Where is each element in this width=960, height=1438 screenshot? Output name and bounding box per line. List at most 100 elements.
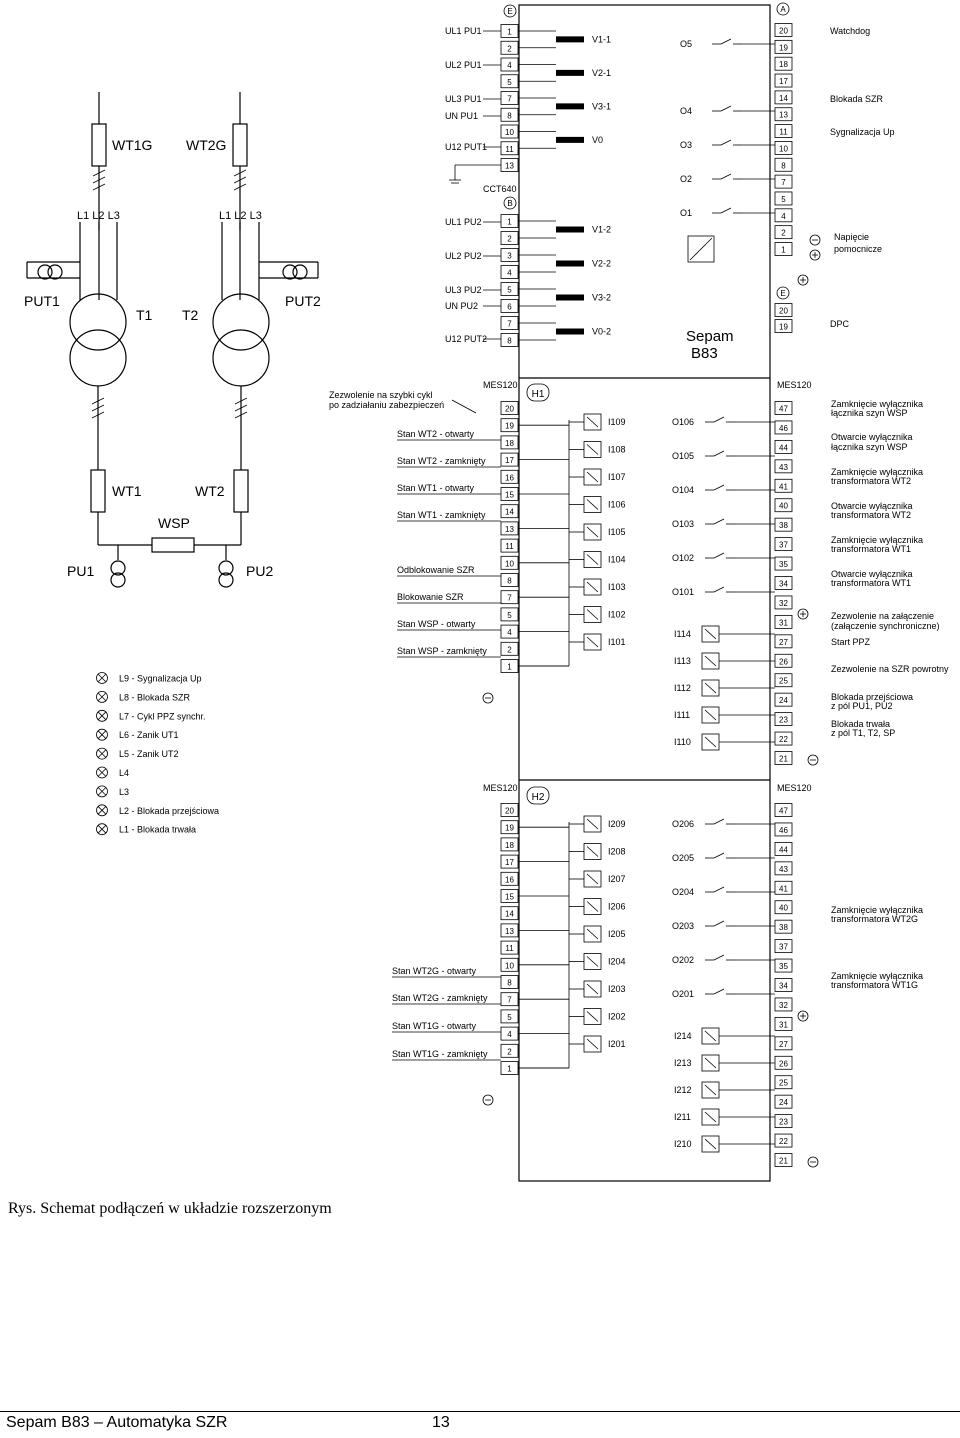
h2-input-label: I202: [608, 1012, 626, 1022]
block-e-input-label: V0: [592, 135, 603, 145]
block-b-terminal-label: 2: [507, 235, 512, 244]
h2-input2-label: I212: [674, 1085, 692, 1095]
h2-left-terminal-label: 7: [507, 996, 512, 1005]
block-e2-terminal-box: [774, 319, 793, 333]
block-a-terminal-label: 5: [781, 195, 786, 204]
lamp-icon: [96, 766, 108, 779]
h2-input2-label: I214: [674, 1031, 692, 1041]
h2-right-terminal-box: [774, 803, 793, 817]
h2-right-terminal-box: [774, 1114, 793, 1129]
block-b-input-label: V3-2: [592, 293, 611, 303]
h2-input-icon-diag: [586, 1011, 599, 1022]
label-put2: PUT2: [285, 293, 321, 309]
marker-b: [503, 196, 517, 210]
h2-left-terminal-label: 20: [505, 807, 514, 816]
block-a-terminal-label: 8: [781, 161, 786, 170]
block-a-contact-blade: [720, 38, 732, 45]
h2-right-terminal-label: 34: [779, 982, 788, 991]
h1-input-icon-diag: [586, 499, 599, 510]
h2-left-terminal-label: 1: [507, 1065, 512, 1074]
h2-input2-icon-diag: [704, 1084, 717, 1096]
h1-input2-icon-diag: [704, 682, 717, 694]
h2-right-terminal-box: [774, 1075, 793, 1090]
lamp-icon-cross-b: [97, 730, 107, 739]
h1-right-signal: Zamknięcie wyłącznika: [831, 467, 923, 477]
block-a-terminal-box: [774, 73, 793, 88]
block-a-signal: Sygnalizacja Up: [830, 127, 895, 137]
lamp-label: L1 - Blokada trwała: [119, 825, 196, 835]
block-a-signal: Watchdog: [830, 26, 870, 36]
h1-left-terminal-box: [500, 573, 519, 587]
lamp-icon-cross-b: [97, 711, 107, 721]
h2-left-signal: Stan WT1G - zamknięty: [392, 1049, 488, 1059]
h2-left-terminal-box: [500, 1009, 519, 1024]
block-a-terminal-label: 13: [779, 111, 788, 120]
block-a-terminal-label: 10: [779, 144, 788, 153]
h1-right-terminal-label: 21: [779, 755, 788, 764]
block-b-terminal-label: 6: [507, 303, 512, 312]
h1-left-terminal-label: 13: [505, 525, 514, 534]
h1-right-signal: łącznika szyn WSP: [831, 408, 908, 418]
h1-output-contact-blade: [713, 586, 725, 593]
block-a-terminal-label: 4: [781, 212, 786, 221]
h1-left-signal: Stan WT1 - otwarty: [397, 483, 475, 493]
page-number: 13: [432, 1414, 450, 1431]
h2-input2-icon-diag: [704, 1030, 717, 1042]
h1-input-label: I102: [608, 610, 626, 620]
block-a-terminal-box: [774, 208, 793, 223]
put1-coil-b: [47, 264, 63, 280]
label-l123-left: L1 L2 L3: [77, 210, 120, 222]
cct640-label: CCT640: [483, 184, 517, 194]
h2-input-label: I205: [608, 929, 626, 939]
h1-input-label: I109: [608, 417, 626, 427]
h2-left-terminal-label: 16: [505, 875, 514, 884]
label-wt1g: WT1G: [112, 137, 152, 153]
h1-left-terminal-label: 14: [505, 508, 514, 517]
h2-right-terminal-label: 22: [779, 1137, 788, 1146]
h2-input-icon-diag: [586, 846, 599, 857]
h2-right-terminal-label: 47: [779, 807, 788, 816]
lamp-icon: [96, 747, 108, 760]
block-e-terminal-label: 11: [505, 145, 514, 154]
block-a-terminal-label: 7: [781, 178, 786, 187]
mes120-h2-right: MES120: [777, 783, 812, 793]
sepam-frame: [518, 4, 771, 1182]
h1-right-signal: transformatora WT2: [831, 510, 911, 520]
h1-left-terminal-box: [500, 504, 519, 519]
h2-output-contact-blade: [713, 818, 725, 825]
h1-right-signal: Blokada trwała: [831, 719, 890, 729]
svg-text:A: A: [780, 5, 786, 14]
block-a-contact-blade: [720, 105, 732, 112]
h2-input-label: I208: [608, 847, 626, 857]
label-wt2: WT2: [195, 483, 225, 499]
block-a-terminal-box: [774, 141, 793, 155]
h2-input2-icon-diag: [704, 1138, 717, 1150]
pu2-coil-a: [218, 560, 234, 576]
svg-text:E: E: [780, 289, 785, 298]
label-put1: PUT1: [24, 293, 60, 309]
h1-right-terminal-label: 37: [779, 541, 788, 550]
h2-left-terminal-label: 2: [507, 1047, 512, 1056]
h2-right-signal: transformatora WT2G: [831, 914, 918, 924]
h2-right-signal: transformatora WT1G: [831, 980, 918, 990]
h1-right-terminal-label: 41: [779, 482, 788, 491]
h1-left-terminal-box: [500, 538, 519, 553]
power-supply-symbol: [687, 235, 715, 263]
h1-left-terminal-box: [500, 641, 519, 656]
h1-input-icon-diag: [586, 471, 599, 483]
block-e-input-label: V1-1: [592, 34, 611, 44]
h1-left-signal: Zezwolenie na szybki cykl: [329, 390, 433, 400]
h2-right-terminal-box: [774, 1036, 793, 1051]
h2-right-terminal-label: 41: [779, 884, 788, 893]
h1-right-signal: Otwarcie wyłącznika: [831, 432, 913, 442]
h2-right-signal: Zamknięcie wyłącznika: [831, 905, 923, 915]
h1-right-terminal-box: [774, 576, 793, 590]
h1-left-terminal-label: 10: [505, 559, 514, 568]
h2-output-contact-blade: [713, 886, 725, 893]
block-a-output-label: O3: [680, 140, 692, 150]
h2-input-icon-diag: [586, 901, 599, 912]
h1-output-label: O102: [672, 553, 694, 563]
svg-text:B: B: [507, 199, 512, 208]
h1-input-icon-diag: [586, 554, 599, 565]
lamp-icon: [96, 709, 108, 722]
